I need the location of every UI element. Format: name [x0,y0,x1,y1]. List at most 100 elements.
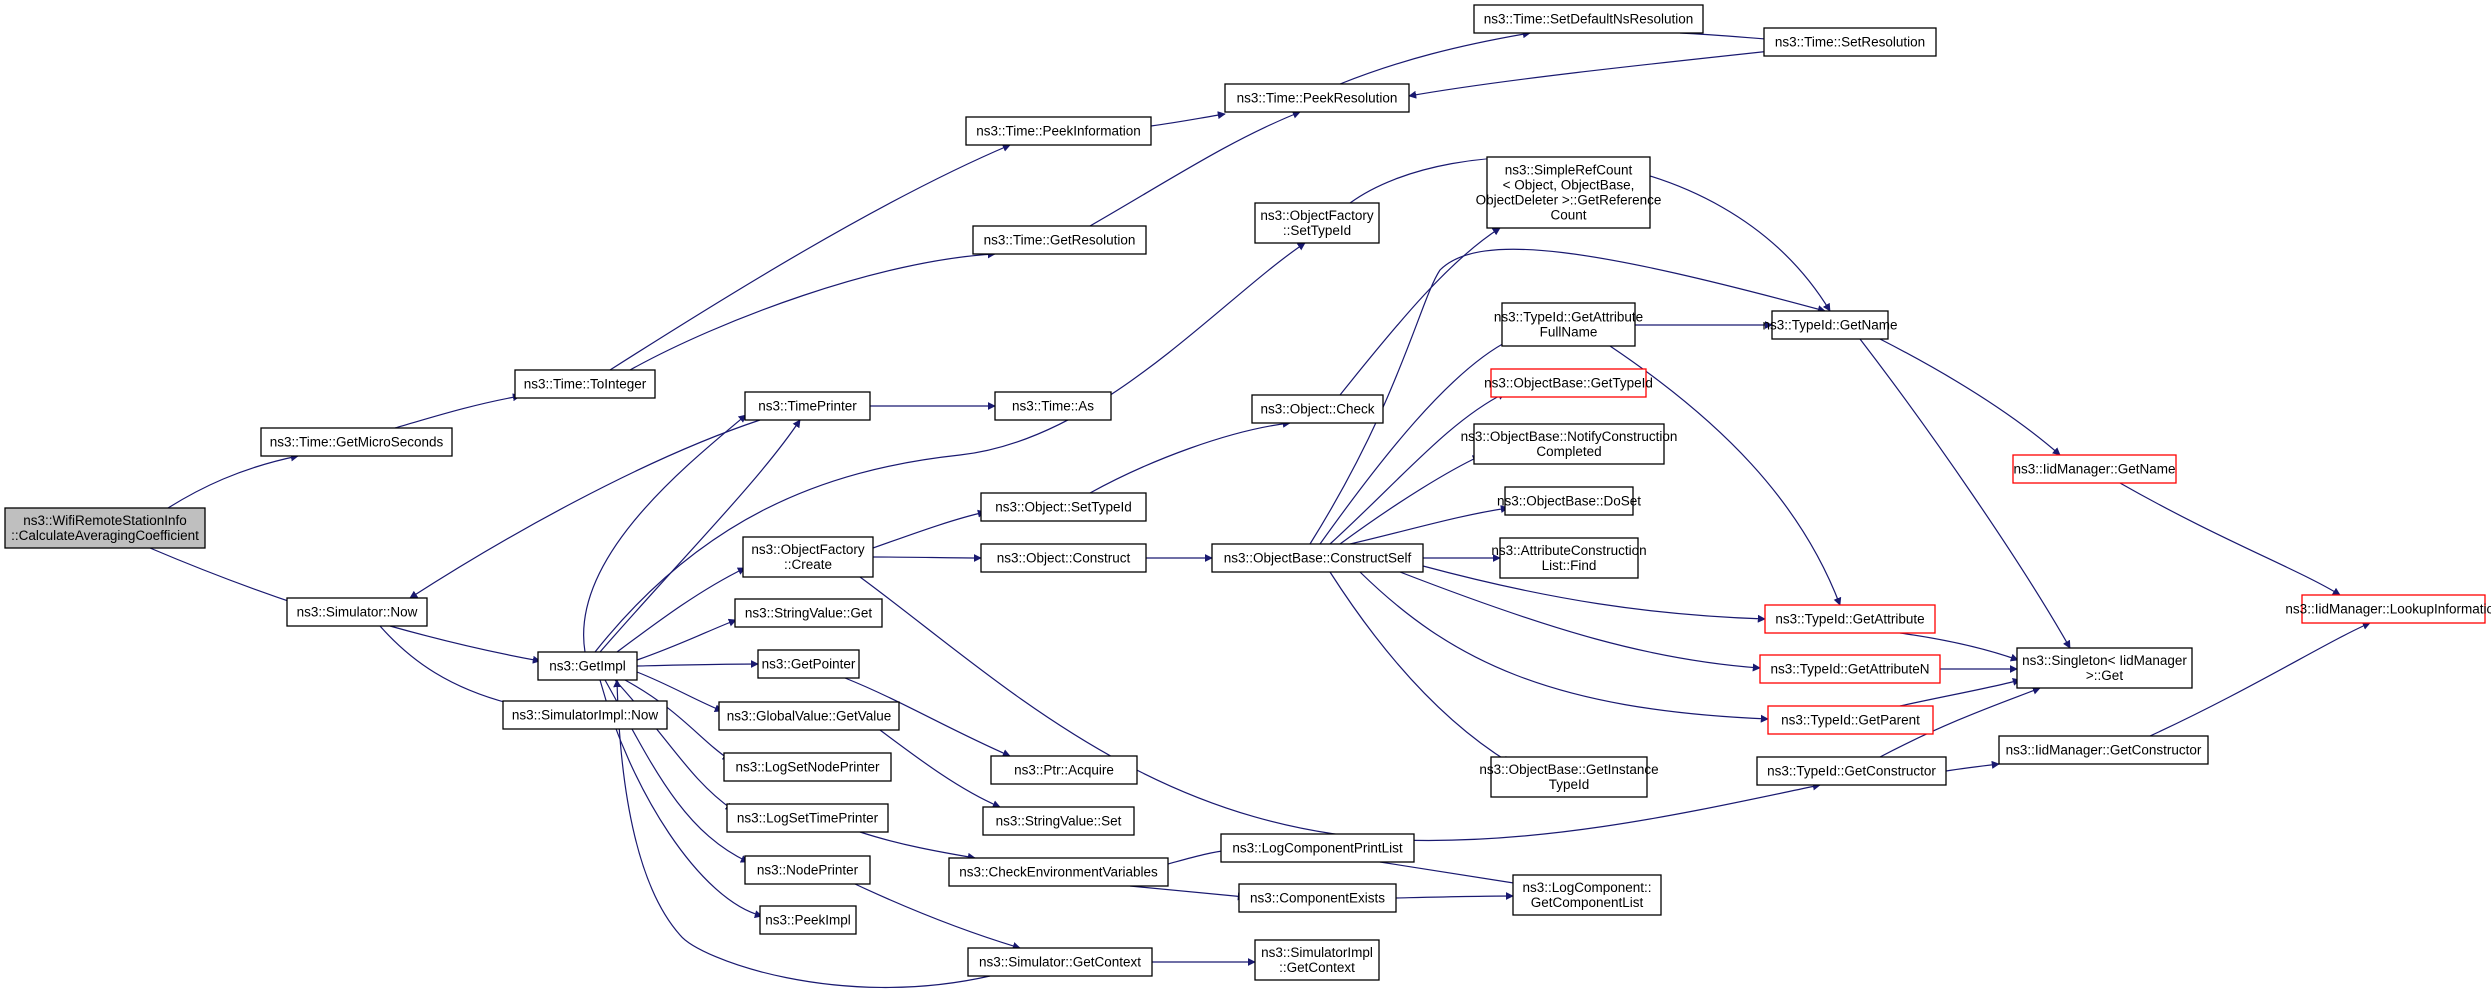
node-label-line: ns3::GlobalValue::GetValue [727,709,892,724]
node-typeidgetparent[interactable]: ns3::TypeId::GetParent [1767,705,1934,735]
node-typeidgetname[interactable]: ns3::TypeId::GetName [1762,310,1898,340]
node-label-line: < Object, ObjectBase, [1503,178,1635,193]
node-iidmanagergetconstructor[interactable]: ns3::IidManager::GetConstructor [1998,735,2209,765]
node-globalvalue[interactable]: ns3::GlobalValue::GetValue [718,701,900,731]
node-objfactcreate[interactable]: ns3::ObjectFactory::Create [742,536,874,578]
node-box [1211,543,1424,573]
node-box [1499,537,1639,579]
node-typeidgetconstructor[interactable]: ns3::TypeId::GetConstructor [1756,756,1947,786]
node-setresolution[interactable]: ns3::Time::SetResolution [1763,27,1937,57]
node-peekimpl[interactable]: ns3::PeekImpl [759,905,857,935]
node-getresolution[interactable]: ns3::Time::GetResolution [972,225,1147,255]
node-label-line: ns3::TypeId::GetAttribute [1775,612,1924,627]
node-box [1473,423,1665,465]
node-label-line: ns3::StringValue::Set [996,814,1122,829]
node-objfactsettypeid[interactable]: ns3::ObjectFactory::SetTypeId [1254,202,1380,244]
node-box [1224,83,1410,113]
node-label-line: ns3::GetImpl [549,659,626,674]
node-box [1254,939,1380,981]
node-tointeger[interactable]: ns3::Time::ToInteger [514,369,656,399]
call-edge-nodeprinter-to-simgetcontext [854,883,1021,950]
node-logsettimeprinter[interactable]: ns3::LogSetTimePrinter [726,803,889,833]
node-box [514,369,656,399]
call-edge-componentexists-to-getcomponentlist [1395,892,1514,901]
node-simplerefcount[interactable]: ns3::SimpleRefCount< Object, ObjectBase,… [1476,156,1662,229]
node-label-line: ns3::GetPointer [762,657,856,672]
node-label-line: ns3::Time::PeekResolution [1237,91,1398,106]
node-simimplgetcontext[interactable]: ns3::SimulatorImpl::GetContext [1254,939,1380,981]
node-box [980,543,1147,573]
node-stringvalueget[interactable]: ns3::StringValue::Get [734,598,883,628]
node-box [967,947,1153,977]
node-label-line: ns3::Time::GetResolution [984,233,1136,248]
node-objectsettypeid[interactable]: ns3::Object::SetTypeId [980,492,1147,522]
node-label-line: ns3::Time::ToInteger [524,377,647,392]
node-getcomponentlist[interactable]: ns3::LogComponent::GetComponentList [1512,874,1662,916]
node-setdefaultns[interactable]: ns3::Time::SetDefaultNsResolution [1473,4,1704,34]
node-label-line: ns3::ObjectBase::NotifyConstruction [1461,429,1678,444]
node-checkenv[interactable]: ns3::CheckEnvironmentVariables [948,857,1169,887]
node-box [757,649,860,679]
node-box [994,391,1112,421]
node-box [1254,202,1380,244]
node-objbasegettypeid[interactable]: ns3::ObjectBase::GetTypeId [1484,368,1653,398]
node-lookupinfo[interactable]: ns3::IidManager::LookupInformation [2285,594,2491,624]
node-label-line: ns3::WifiRemoteStationInfo [23,513,187,528]
node-box [965,116,1152,146]
node-objectconstruct[interactable]: ns3::Object::Construct [980,543,1147,573]
node-peekinfo[interactable]: ns3::Time::PeekInformation [965,116,1152,146]
node-label-line: TypeId [1549,777,1590,792]
node-box [990,755,1138,785]
call-edge-constructself-to-getattrfullname [1319,339,1511,545]
node-peekresolution[interactable]: ns3::Time::PeekResolution [1224,83,1410,113]
call-edge-getimpl-to-timeprinter [599,419,801,653]
call-edge-constructself-to-doset [1349,505,1509,545]
node-componentexists[interactable]: ns3::ComponentExists [1238,883,1397,913]
call-edge-typeidgetconstructor-to-singletonget [1879,686,2041,758]
node-now[interactable]: ns3::Simulator::Now [286,597,428,627]
call-edge-objectsettypeid-to-objectcheck [1089,419,1291,494]
node-box [723,752,892,782]
node-stringvalueset[interactable]: ns3::StringValue::Set [982,806,1135,836]
node-box [948,857,1169,887]
node-label-line: Completed [1536,444,1601,459]
node-box [726,803,889,833]
node-label-line: ns3::LogSetTimePrinter [737,811,879,826]
node-timeprinter[interactable]: ns3::TimePrinter [744,391,871,421]
node-simimplnow[interactable]: ns3::SimulatorImpl::Now [502,700,668,730]
node-notifyconstruction[interactable]: ns3::ObjectBase::NotifyConstructionCompl… [1461,423,1678,465]
node-singletonget[interactable]: ns3::Singleton< IidManager>::Get [2016,647,2193,689]
node-box [1490,756,1648,798]
node-label-line: ns3::TypeId::GetName [1762,318,1897,333]
call-edge-objfactcreate-to-objectsettypeid [872,509,986,549]
node-timeas[interactable]: ns3::Time::As [994,391,1112,421]
node-box [1504,486,1634,516]
node-getimpl[interactable]: ns3::GetImpl [537,651,638,681]
node-getpointer[interactable]: ns3::GetPointer [757,649,860,679]
node-box [260,427,453,457]
call-edge-iidmanagergetname-to-lookupinfo [2119,482,2341,596]
node-iidmanagergetname[interactable]: ns3::IidManager::GetName [2012,454,2177,484]
node-label-line: ns3::ObjectFactory [1260,208,1374,223]
node-doset[interactable]: ns3::ObjectBase::DoSet [1497,486,1641,516]
node-objectcheck[interactable]: ns3::Object::Check [1251,394,1384,424]
node-label-line: List::Find [1542,558,1597,573]
node-ptracquire[interactable]: ns3::Ptr::Acquire [990,755,1138,785]
call-edge-getimpl-to-logsettimeprinter [614,679,734,811]
node-label-line: ns3::IidManager::LookupInformation [2285,602,2491,617]
node-constructself[interactable]: ns3::ObjectBase::ConstructSelf [1211,543,1424,573]
node-getmicro[interactable]: ns3::Time::GetMicroSeconds [260,427,453,457]
node-typeidgetattribute[interactable]: ns3::TypeId::GetAttribute [1764,604,1936,634]
node-logsetnodeprinter[interactable]: ns3::LogSetNodePrinter [723,752,892,782]
node-root[interactable]: ns3::WifiRemoteStationInfo::CalculateAve… [4,507,206,549]
call-edge-getmicro-to-tointeger [394,393,521,429]
call-edge-typeidgetattribute-to-singletonget [1899,632,2019,662]
node-simgetcontext[interactable]: ns3::Simulator::GetContext [967,947,1153,977]
node-logcomponentprintlist[interactable]: ns3::LogComponentPrintList [1220,833,1415,863]
node-typeidgetattributen[interactable]: ns3::TypeId::GetAttributeN [1759,654,1941,684]
call-edge-peekresolution-to-setdefaultns [1339,30,1531,85]
node-nodeprinter[interactable]: ns3::NodePrinter [744,855,871,885]
